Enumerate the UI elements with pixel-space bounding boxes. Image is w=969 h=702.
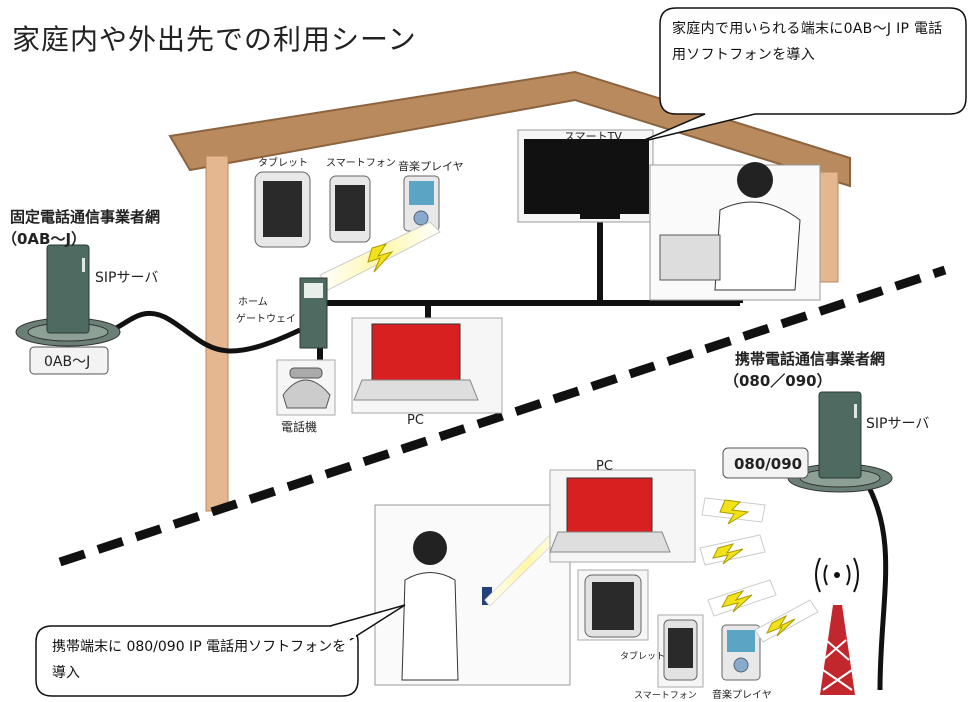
outside-smartphone-icon [657,614,704,688]
fixed-sip-server [15,244,121,347]
mobile-net-subtitle: （080／090） [724,372,832,390]
phone-icon [276,359,336,416]
home-tablet-label: タブレット [258,156,308,169]
mobile-badge [722,447,809,479]
home-user-icon [649,162,821,301]
house-left-wall [205,155,229,512]
home-callout [639,7,967,143]
gateway-label-line2: ゲートウェイ [236,313,296,325]
fixed-net-title: 固定電話通信事業者網 [10,208,160,226]
mobile-sip-server [787,391,893,493]
home-smartphone-icon [329,175,371,243]
gateway-label-line1: ホーム [238,296,268,308]
fixed-badge [29,346,109,375]
mobile-server-label: SIPサーバ [866,416,929,432]
phone-label: 電話機 [281,419,317,434]
outside-lightning-icons [699,497,819,643]
outside-music-player-icon [721,624,761,681]
outside-smartphone-label: スマートフォン [634,691,697,701]
fixed-badge-label: 0AB～J [44,354,90,370]
outside-music-player-label: 音楽プレイヤ [712,688,772,701]
mobile-callout-text: 携帯端末に 080/090 IP 電話用ソフトフォンを導入 [52,639,347,681]
fixed-server-label: SIPサーバ [95,270,158,286]
home-lightning-icon [367,243,394,273]
outside-pc-label: PC [596,459,613,474]
mobile-cable [862,478,889,691]
outside-pc-icon [549,469,696,563]
home-music-player-label: 音楽プレイヤ [398,159,464,173]
home-pc-label: PC [407,413,424,428]
outside-tablet-icon [577,569,649,641]
mobile-callout [35,604,406,697]
house-roof [168,70,851,188]
house [168,70,851,512]
house-right-wall [819,171,839,283]
mobile-net-title: 携帯電話通信事業者網 [735,350,885,368]
home-tablet-icon [254,171,311,248]
home-smartphone-label: スマートフォン [326,158,396,169]
fixed-net-subtitle: （0AB～J） [2,230,86,248]
outside-tablet-label: タブレット [620,650,665,662]
home-callout-text: 家庭内で用いられる端末に0AB～J IP 電話用ソフトフォンを導入 [672,21,943,63]
mobile-badge-label: 080/090 [734,455,802,473]
smart-tv-label: スマートTV [564,130,622,143]
home-outside-divider [58,265,947,567]
home-gateway-icon [299,277,328,349]
page-title: 家庭内や外出先での利用シーン [12,23,417,56]
home-music-player-icon [403,175,440,232]
smart-tv-icon [517,129,654,223]
outside-user-icon [374,504,571,686]
antenna-tower-icon [815,557,859,695]
home-pc-icon [351,317,503,414]
